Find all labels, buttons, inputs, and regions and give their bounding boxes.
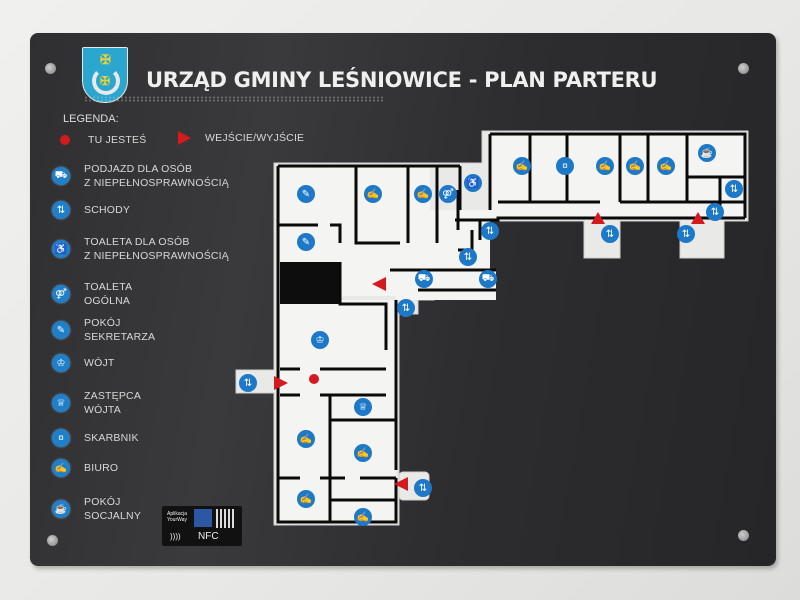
cross-icon: ✠ xyxy=(100,52,111,67)
office-room-icon: ✍ xyxy=(596,157,614,175)
treasurer-icon: ¤ xyxy=(52,429,70,447)
entrance-marker xyxy=(394,477,408,491)
mayor-icon: ♔ xyxy=(52,354,70,372)
mounting-screw xyxy=(738,63,749,74)
coat-of-arms-logo: ✠ ✠ xyxy=(82,47,128,103)
office-room-icon: ✍ xyxy=(354,444,372,462)
office-icon: ✍ xyxy=(52,459,70,477)
wheelchair-icon: ♿ xyxy=(464,174,482,192)
wheelchair-icon: ♿ xyxy=(52,240,70,258)
legend-item-office: ✍ BIURO xyxy=(52,459,118,477)
stairs-icon: ⇅ xyxy=(725,180,743,198)
cross-icon: ✠ xyxy=(100,74,111,88)
storage-room xyxy=(280,262,340,304)
entrance-marker xyxy=(591,212,605,224)
office-room-icon: ✍ xyxy=(354,508,372,526)
social-room-icon: ☕ xyxy=(52,500,70,518)
legend-item-stairs: ⇅ SCHODY xyxy=(52,201,130,219)
stairs-icon: ⇅ xyxy=(414,479,432,497)
treasurer-icon: ¤ xyxy=(556,157,574,175)
secretary-icon: ✎ xyxy=(52,321,70,339)
office-room-icon: ✍ xyxy=(414,185,432,203)
legend-entrance: WEJŚCIE/WYJŚCIE xyxy=(178,131,304,145)
office-room-icon: ✍ xyxy=(297,490,315,508)
mayor-icon: ♔ xyxy=(311,331,329,349)
you-are-here-dot-icon xyxy=(60,135,70,145)
ramp-icon: ⛟ xyxy=(52,167,70,185)
nfc-label: NFC xyxy=(198,531,219,542)
stairs-icon: ⇅ xyxy=(239,374,257,392)
legend-title: LEGENDA: xyxy=(63,113,119,125)
legend-item-treasurer: ¤ SKARBNIK xyxy=(52,429,139,447)
deputy-mayor-icon: ♕ xyxy=(52,394,70,412)
qr-code-icon xyxy=(216,509,235,528)
legend-item-mayor: ♔ WÓJT xyxy=(52,354,115,372)
mounting-screw xyxy=(738,530,749,541)
secretary-room-icon: ✎ xyxy=(297,185,315,203)
toilet-icon: ⚤ xyxy=(439,185,457,203)
deputy-mayor-icon: ♕ xyxy=(354,398,372,416)
entrance-marker xyxy=(372,277,386,291)
mounting-screw xyxy=(47,535,58,546)
entrance-marker xyxy=(274,376,288,390)
office-room-icon: ✍ xyxy=(364,185,382,203)
sign-title: URZĄD GMINY LEŚNIOWICE - PLAN PARTERU xyxy=(146,68,658,92)
you-are-here-marker xyxy=(309,374,319,384)
stairs-icon: ⇅ xyxy=(706,203,724,221)
ramp-icon: ⛟ xyxy=(415,270,433,288)
braille-title xyxy=(84,96,384,102)
entrance-marker xyxy=(691,212,705,224)
secretary-room-icon: ✎ xyxy=(297,233,315,251)
ramp-icon: ⛟ xyxy=(479,270,497,288)
mounting-screw xyxy=(45,63,56,74)
office-room-icon: ✍ xyxy=(657,157,675,175)
office-room-icon: ✍ xyxy=(297,430,315,448)
entrance-triangle-icon xyxy=(178,131,191,145)
legend-you-are-here: TU JESTEŚ xyxy=(60,133,146,147)
office-room-icon: ✍ xyxy=(513,157,531,175)
office-room-icon: ✍ xyxy=(626,157,644,175)
horseshoe-icon xyxy=(92,67,120,95)
stairs-icon: ⇅ xyxy=(481,222,499,240)
stairs-icon: ⇅ xyxy=(459,248,477,266)
yourway-app-icon xyxy=(194,509,212,527)
contactless-icon: )))) xyxy=(170,532,181,541)
social-room-icon: ☕ xyxy=(698,144,716,162)
stairs-icon: ⇅ xyxy=(601,225,619,243)
stairs-icon: ⇅ xyxy=(397,299,415,317)
stairs-icon: ⇅ xyxy=(52,201,70,219)
stairs-icon: ⇅ xyxy=(677,225,695,243)
toilet-icon: ⚤ xyxy=(52,285,70,303)
